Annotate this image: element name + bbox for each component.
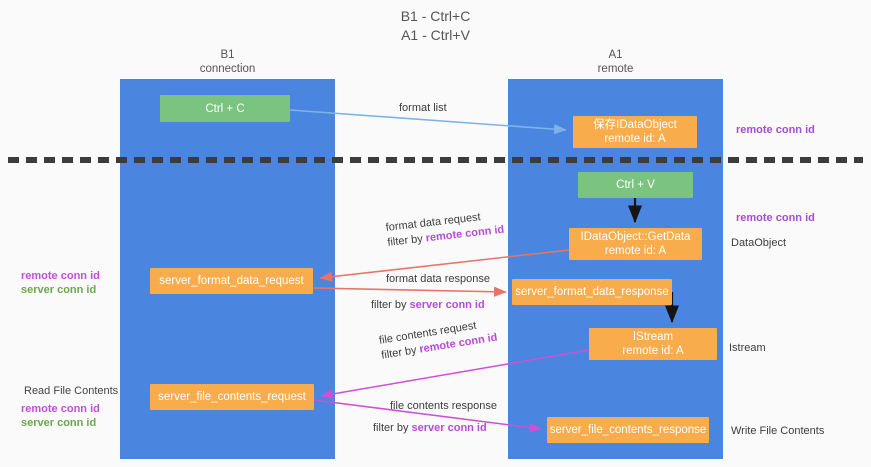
arrow-format-data-response [312, 286, 507, 297]
legend-file-conn-ids: remote conn id server conn id [21, 402, 100, 430]
node-server-format-data-request[interactable]: server_format_data_request [150, 268, 313, 294]
node-idataobject-getdata[interactable]: IDataObject::GetData remote id: A [569, 228, 702, 260]
node-idataobject-label: 保存IDataObject [593, 119, 677, 131]
right-legend-remote-conn-id-top: remote conn id [736, 124, 815, 136]
node-istream[interactable]: IStream remote id: A [589, 328, 717, 360]
legend-format-remote-conn-id: remote conn id [21, 270, 100, 282]
legend-format-server-conn-id: server conn id [21, 284, 97, 296]
node-sfc-response-label: server_file_contents_response [549, 424, 707, 436]
right-legend-dataobject: DataObject [731, 237, 787, 249]
fdres-filter-prefix: filter by [371, 299, 410, 311]
fcres-filter-key: server conn id [411, 422, 487, 434]
fdr-filter-prefix: filter by [386, 232, 427, 249]
node-getdata-label: IDataObject::GetData [580, 231, 691, 243]
lane-header-a1: A1 remote [508, 48, 723, 76]
legend-format-conn-ids: remote conn id server conn id [21, 269, 100, 297]
node-sfc-request-label: server_file_contents_request [158, 391, 306, 403]
fdres-filter-key: server conn id [409, 299, 485, 311]
node-idataobject-remote-id: remote id: A [604, 133, 666, 145]
right-legend-istream: Istream [729, 342, 766, 354]
node-idataobject[interactable]: 保存IDataObject remote id: A [573, 116, 697, 148]
node-istream-remote-id: remote id: A [622, 345, 684, 357]
edge-label-format-data-response-filter: filter by server conn id [371, 298, 485, 313]
legend-read-file-contents: Read File Contents [24, 385, 119, 397]
node-istream-label: IStream [632, 331, 674, 343]
node-server-file-contents-request[interactable]: server_file_contents_request [150, 384, 314, 410]
node-ctrl-v-label: Ctrl + V [616, 179, 655, 191]
edge-label-file-contents-response: file contents response [390, 400, 498, 412]
node-ctrl-c-label: Ctrl + C [205, 102, 245, 115]
edge-label-file-contents-response-filter: filter by server conn id [373, 421, 487, 436]
diagram-title: B1 - Ctrl+C A1 - Ctrl+V [0, 7, 871, 45]
right-legend-write-file-contents: Write File Contents [731, 425, 825, 437]
lane-header-a1-name: A1 [608, 49, 623, 61]
node-server-format-data-response[interactable]: server_format_data_response [512, 279, 672, 305]
edge-label-file-contents-request-group: file contents request filter by remote c… [378, 316, 499, 364]
node-sfd-request-label: server_format_data_request [159, 275, 304, 287]
legend-file-remote-conn-id: remote conn id [21, 403, 100, 415]
fcres-filter-prefix: filter by [373, 422, 412, 434]
node-getdata-remote-id: remote id: A [604, 245, 667, 257]
phase-divider [8, 157, 863, 163]
node-sfd-response-label: server_format_data_response [515, 286, 669, 298]
lane-header-b1-name: B1 [220, 49, 235, 61]
title-line-2: A1 - Ctrl+V [401, 27, 470, 43]
node-ctrl-c[interactable]: Ctrl + C [160, 95, 290, 122]
legend-file-server-conn-id: server conn id [21, 417, 97, 429]
edge-label-format-list: format list [399, 102, 447, 114]
lane-header-a1-sub: remote [597, 63, 634, 75]
edge-label-format-data-response: format data response [386, 273, 490, 285]
title-line-1: B1 - Ctrl+C [400, 8, 471, 24]
node-ctrl-v[interactable]: Ctrl + V [578, 172, 693, 198]
lane-header-b1: B1 connection [120, 48, 335, 76]
edge-label-format-data-request-group: format data request filter by remote con… [385, 208, 505, 251]
lane-header-b1-sub: connection [199, 63, 256, 75]
right-legend-remote-conn-id-mid: remote conn id [736, 212, 815, 224]
node-server-file-contents-response[interactable]: server_file_contents_response [547, 417, 709, 443]
